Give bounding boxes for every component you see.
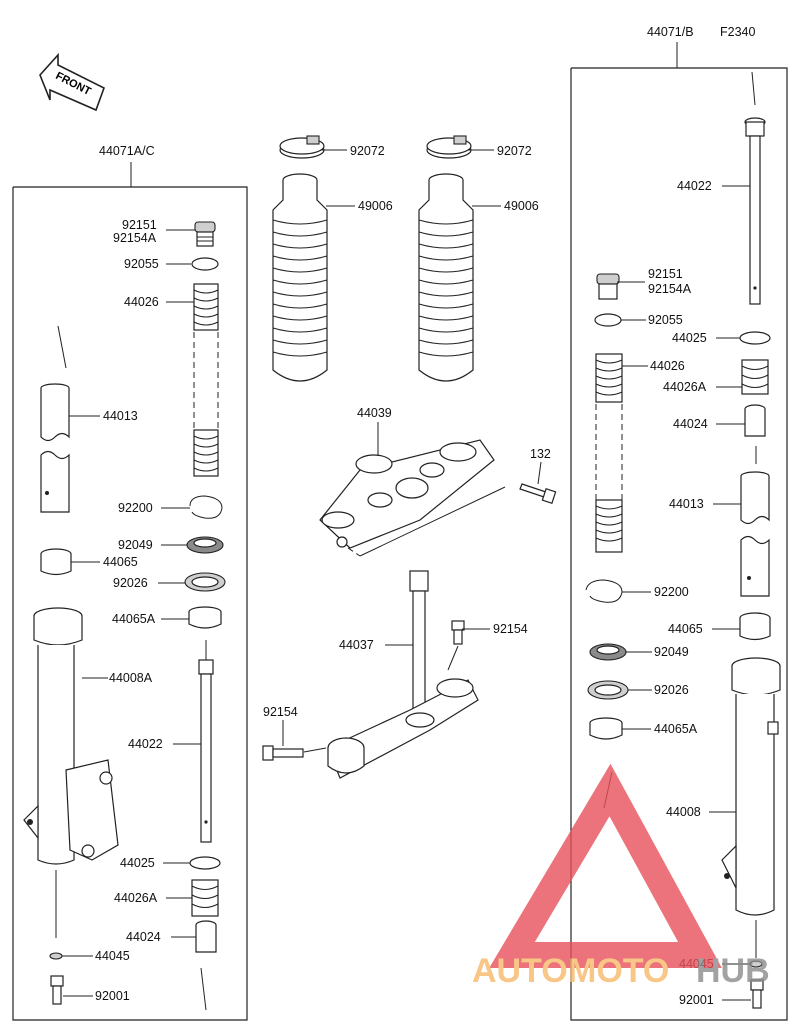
callout: 44022 [677, 179, 712, 193]
callout: 92001 [679, 993, 714, 1007]
short-spring-icon [741, 359, 769, 395]
callout: 44037 [339, 638, 374, 652]
callout: 92026 [654, 683, 689, 697]
washer-icon [184, 572, 226, 592]
callout: 44013 [103, 409, 138, 423]
oil-seal-icon [186, 536, 224, 554]
damper-icon [744, 404, 766, 437]
bolt-icon [447, 620, 465, 671]
upper-bracket-icon [319, 439, 506, 557]
hose-clamp-icon [426, 135, 472, 159]
callout: 44065 [103, 555, 138, 569]
callout: 92049 [654, 645, 689, 659]
watermark-logo: AUTO MOTO HUB [472, 763, 770, 990]
callout: 44039 [357, 406, 392, 420]
spring-icon [193, 283, 219, 477]
fork-pipe-icon [198, 640, 214, 843]
o-ring-icon [191, 257, 219, 271]
callout: 44025 [120, 856, 155, 870]
hose-clamp-icon [279, 135, 325, 159]
callout: 92055 [124, 257, 159, 271]
bushing-a-icon [188, 606, 222, 629]
callout: 92200 [118, 501, 153, 515]
callout: 44065A [654, 722, 698, 736]
o-ring-icon [594, 313, 622, 327]
callout: 44013 [669, 497, 704, 511]
left-assembly-title: 44071A/C [99, 144, 155, 158]
watermark-moto: MOTO [568, 952, 669, 990]
triangle-logo-icon [489, 763, 722, 968]
damper-icon [195, 920, 217, 1011]
watermark-hub: HUB [696, 952, 770, 990]
watermark-auto: AUTO [472, 952, 568, 990]
spacer-tube-icon [40, 325, 70, 513]
bolt-icon [519, 483, 557, 505]
callout: 44026 [124, 295, 159, 309]
spring-icon [595, 353, 623, 553]
callout: 44024 [126, 930, 161, 944]
callout: 92151 [122, 218, 157, 232]
washer-icon [587, 680, 629, 700]
callout: 92072 [350, 144, 385, 158]
left-assembly-frame: 44071A/C [12, 144, 248, 1021]
cap-bolt-icon [596, 273, 620, 300]
spacer-tube-icon [740, 446, 770, 597]
fork-pipe-icon [744, 71, 766, 305]
left-parts: 92151 92154A 92055 44026 44013 92200 920… [23, 218, 226, 1011]
callout: 44065A [112, 612, 156, 626]
callout: 44008 [666, 805, 701, 819]
callout: 92154 [493, 622, 528, 636]
gasket-icon [49, 952, 63, 960]
callout: 49006 [358, 199, 393, 213]
callout: 92200 [654, 585, 689, 599]
diagram-code: F2340 [720, 25, 755, 39]
callout: 44022 [128, 737, 163, 751]
right-assembly-title: 44071/B [647, 25, 694, 39]
callout: 92072 [497, 144, 532, 158]
callout: 44026A [114, 891, 158, 905]
right-assembly-frame: 44071/B [570, 25, 788, 1021]
snap-ring-icon [585, 579, 623, 603]
callout: 92154 [263, 705, 298, 719]
callout: 44008A [109, 671, 153, 685]
steering-stem-icon [327, 570, 479, 779]
bolt-icon [262, 745, 327, 761]
short-spring-icon [191, 879, 219, 917]
spring-seat-icon [189, 856, 221, 870]
callout: 92151 [648, 267, 683, 281]
bushing-icon [739, 612, 771, 641]
callout: 92001 [95, 989, 130, 1003]
bottom-bolt-icon [750, 979, 764, 1009]
callout: 44026A [663, 380, 707, 394]
cap-bolt-icon [194, 221, 216, 247]
front-arrow-icon: FRONT [39, 52, 105, 112]
bottom-bolt-icon [50, 975, 64, 1005]
callout: 44025 [672, 331, 707, 345]
outer-tube-icon [721, 657, 781, 958]
fork-boot-icon [272, 173, 328, 382]
callout: 92026 [113, 576, 148, 590]
callout: 92154A [113, 231, 157, 245]
callout: 44045 [95, 949, 130, 963]
outer-tube-icon [23, 607, 119, 938]
oil-seal-icon [589, 643, 627, 661]
callout: 44026 [650, 359, 685, 373]
callout: 44065 [668, 622, 703, 636]
right-parts: 44022 92151 92154A 92055 44025 44026 440… [585, 71, 781, 1009]
callout: 44024 [673, 417, 708, 431]
callout: 132 [530, 447, 551, 461]
callout: 92154A [648, 282, 692, 296]
bushing-icon [40, 548, 72, 576]
fork-boot-icon [418, 173, 474, 382]
spring-seat-icon [739, 331, 771, 345]
callout: 92055 [648, 313, 683, 327]
callout: 92049 [118, 538, 153, 552]
center-parts: 92072 92072 49006 49006 44039 132 44037 … [262, 135, 557, 779]
callout: 49006 [504, 199, 539, 213]
snap-ring-icon [189, 495, 223, 519]
